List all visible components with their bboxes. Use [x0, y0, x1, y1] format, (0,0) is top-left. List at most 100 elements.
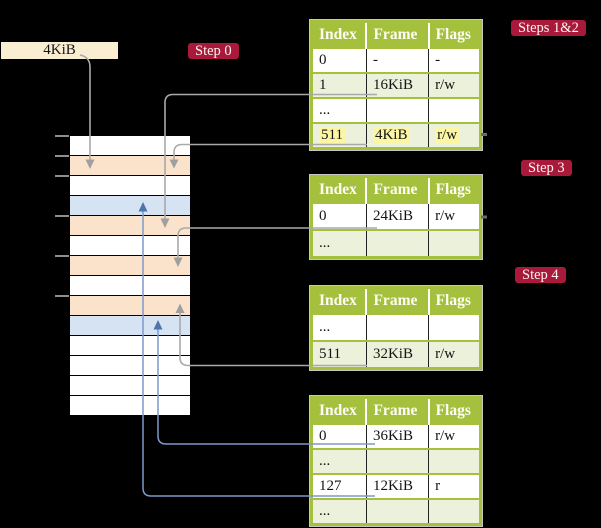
column-header: Index — [311, 176, 367, 203]
table-cell — [428, 448, 481, 474]
table-cell: ... — [311, 498, 367, 525]
frame-size-label: 4KiB — [43, 42, 76, 58]
table-cell: 0 — [311, 423, 367, 449]
table-cell: 24KiB — [365, 202, 429, 230]
table-cell: 511 — [311, 340, 367, 369]
column-header: Frame — [365, 397, 429, 424]
memory-frame-row — [70, 296, 190, 315]
column-header: Flags — [427, 287, 481, 314]
memory-frame-row — [70, 236, 190, 255]
table-cell — [365, 498, 429, 525]
table-cell: r/w — [428, 423, 481, 449]
step-label-1-2: Steps 1&2 — [511, 20, 586, 36]
column-header: Frame — [365, 287, 429, 314]
table-row: 511 4KiB r/w — [311, 122, 481, 149]
frame-boundary-tick — [55, 215, 69, 217]
table-cell: 16KiB — [365, 72, 429, 98]
table-row: ... — [311, 448, 481, 474]
column-header: Index — [311, 287, 367, 314]
column-header: Flags — [427, 176, 481, 203]
step-label-0: Step 0 — [188, 43, 239, 59]
step-label-3: Step 3 — [521, 160, 572, 176]
memory-frame-row — [70, 136, 190, 155]
memory-frame-row — [70, 156, 190, 175]
memory-frame-row — [70, 176, 190, 195]
table-cell: r — [428, 473, 481, 499]
column-header: Flags — [427, 21, 481, 48]
table-cell: ... — [311, 229, 367, 258]
memory-frame-row — [70, 276, 190, 295]
table-cell — [365, 97, 429, 123]
step-label-4: Step 4 — [515, 267, 566, 283]
table-cell: ... — [311, 313, 367, 341]
table-cell: r/w — [428, 340, 481, 369]
table-cell: 36KiB — [365, 423, 429, 449]
column-header: Flags — [427, 397, 481, 424]
table-cell — [365, 313, 429, 341]
table-cell — [428, 97, 481, 123]
table-cell — [428, 313, 481, 341]
frame-size-box: 4KiB — [1, 42, 118, 59]
table-row: ... — [311, 313, 481, 341]
table-cell — [428, 229, 481, 258]
frame-boundary-tick — [55, 255, 69, 257]
table-cell: ... — [311, 97, 367, 123]
highlighted-value: 4KiB — [372, 127, 411, 144]
highlighted-value: 511 — [319, 127, 346, 144]
table-cell — [365, 448, 429, 474]
table-cell — [428, 498, 481, 525]
frame-boundary-tick — [55, 155, 69, 157]
table-cell: 0 — [311, 202, 367, 230]
column-header: Index — [311, 397, 367, 424]
column-header: Frame — [365, 176, 429, 203]
frame-boundary-tick — [55, 135, 69, 137]
table-cell: 4KiB — [365, 122, 429, 149]
memory-strip — [69, 135, 191, 416]
memory-frame-row — [70, 376, 190, 395]
table-cell: ... — [311, 448, 367, 474]
memory-frame-row — [70, 256, 190, 275]
table-cell: 32KiB — [365, 340, 429, 369]
table-row: 0-- — [311, 47, 481, 73]
table-cell: 12KiB — [365, 473, 429, 499]
memory-frame-row — [70, 336, 190, 355]
table-cell: 511 — [311, 122, 367, 149]
table-cell: r/w — [428, 122, 481, 149]
frame-boundary-tick — [55, 295, 69, 297]
frame-boundary-tick — [55, 175, 69, 177]
table-cell: 1 — [311, 72, 367, 98]
memory-frame-row — [70, 216, 190, 235]
table-row: ... — [311, 229, 481, 258]
table-cell: r/w — [428, 202, 481, 230]
table-row: ... — [311, 97, 481, 123]
table-cell — [365, 229, 429, 258]
table-cell: 0 — [311, 47, 367, 73]
memory-frame-row — [70, 356, 190, 375]
column-header: Frame — [365, 21, 429, 48]
memory-frame-row — [70, 396, 190, 415]
memory-frame-row — [70, 196, 190, 215]
table-cell: 127 — [311, 473, 367, 499]
column-header: Index — [311, 21, 367, 48]
memory-frame-row — [70, 316, 190, 335]
table-row: ... — [311, 498, 481, 525]
table-cell: - — [365, 47, 429, 73]
